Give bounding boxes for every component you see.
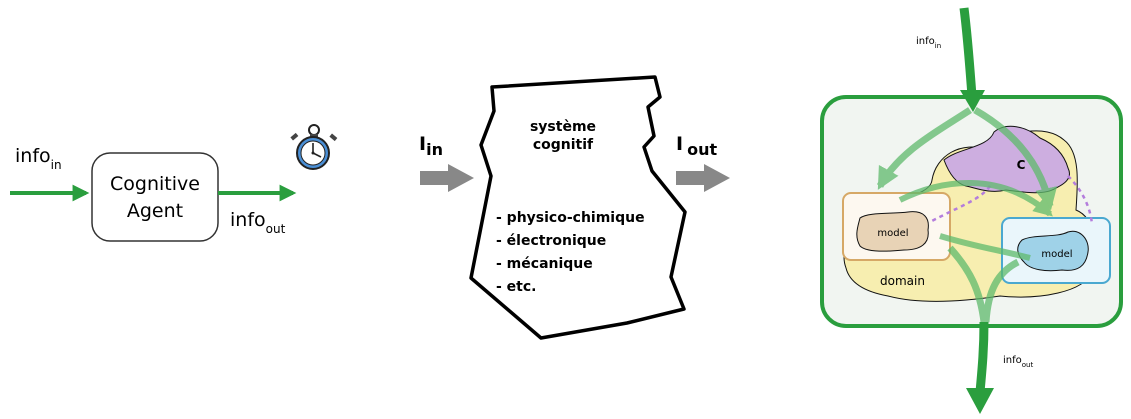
model-left-label: model [877, 228, 908, 239]
system-item-2: - électronique [496, 233, 606, 249]
domain-label: domain [880, 274, 925, 288]
system-title-line1: système [530, 119, 596, 135]
cognitive-agent-box [92, 153, 218, 241]
agent-label-line1: Cognitive [110, 173, 200, 195]
main-output-arrow [980, 322, 984, 392]
panel-cognitive-system: Iin système cognitif - physico-chimique … [419, 77, 730, 338]
system-title-line2: cognitif [533, 137, 594, 153]
main-input-arrow [964, 8, 972, 96]
input-gray-arrow [420, 164, 474, 192]
system-item-3: - mécanique [496, 256, 593, 272]
output-gray-arrow [676, 164, 730, 192]
panel-cognitive-agent: infoin Cognitive Agent infoout [10, 125, 337, 241]
system-item-4: - etc. [496, 279, 537, 295]
info-in-label: infoin [15, 145, 62, 172]
info-in-label-right: infoin [916, 36, 941, 50]
agent-label-line2: Agent [127, 200, 183, 222]
stopwatch-icon [290, 125, 337, 169]
cognitive-system-shape [471, 77, 685, 338]
i-in-label: Iin [419, 133, 443, 159]
c-label: C [1017, 158, 1026, 172]
info-out-label: infoout [230, 209, 286, 236]
model-right-label: model [1041, 249, 1072, 260]
panel-models: C model model domain infoin infoout [822, 8, 1121, 414]
main-output-arrowhead [966, 388, 994, 414]
system-item-1: - physico-chimique [496, 210, 645, 226]
info-out-label-right: infoout [1003, 355, 1033, 369]
